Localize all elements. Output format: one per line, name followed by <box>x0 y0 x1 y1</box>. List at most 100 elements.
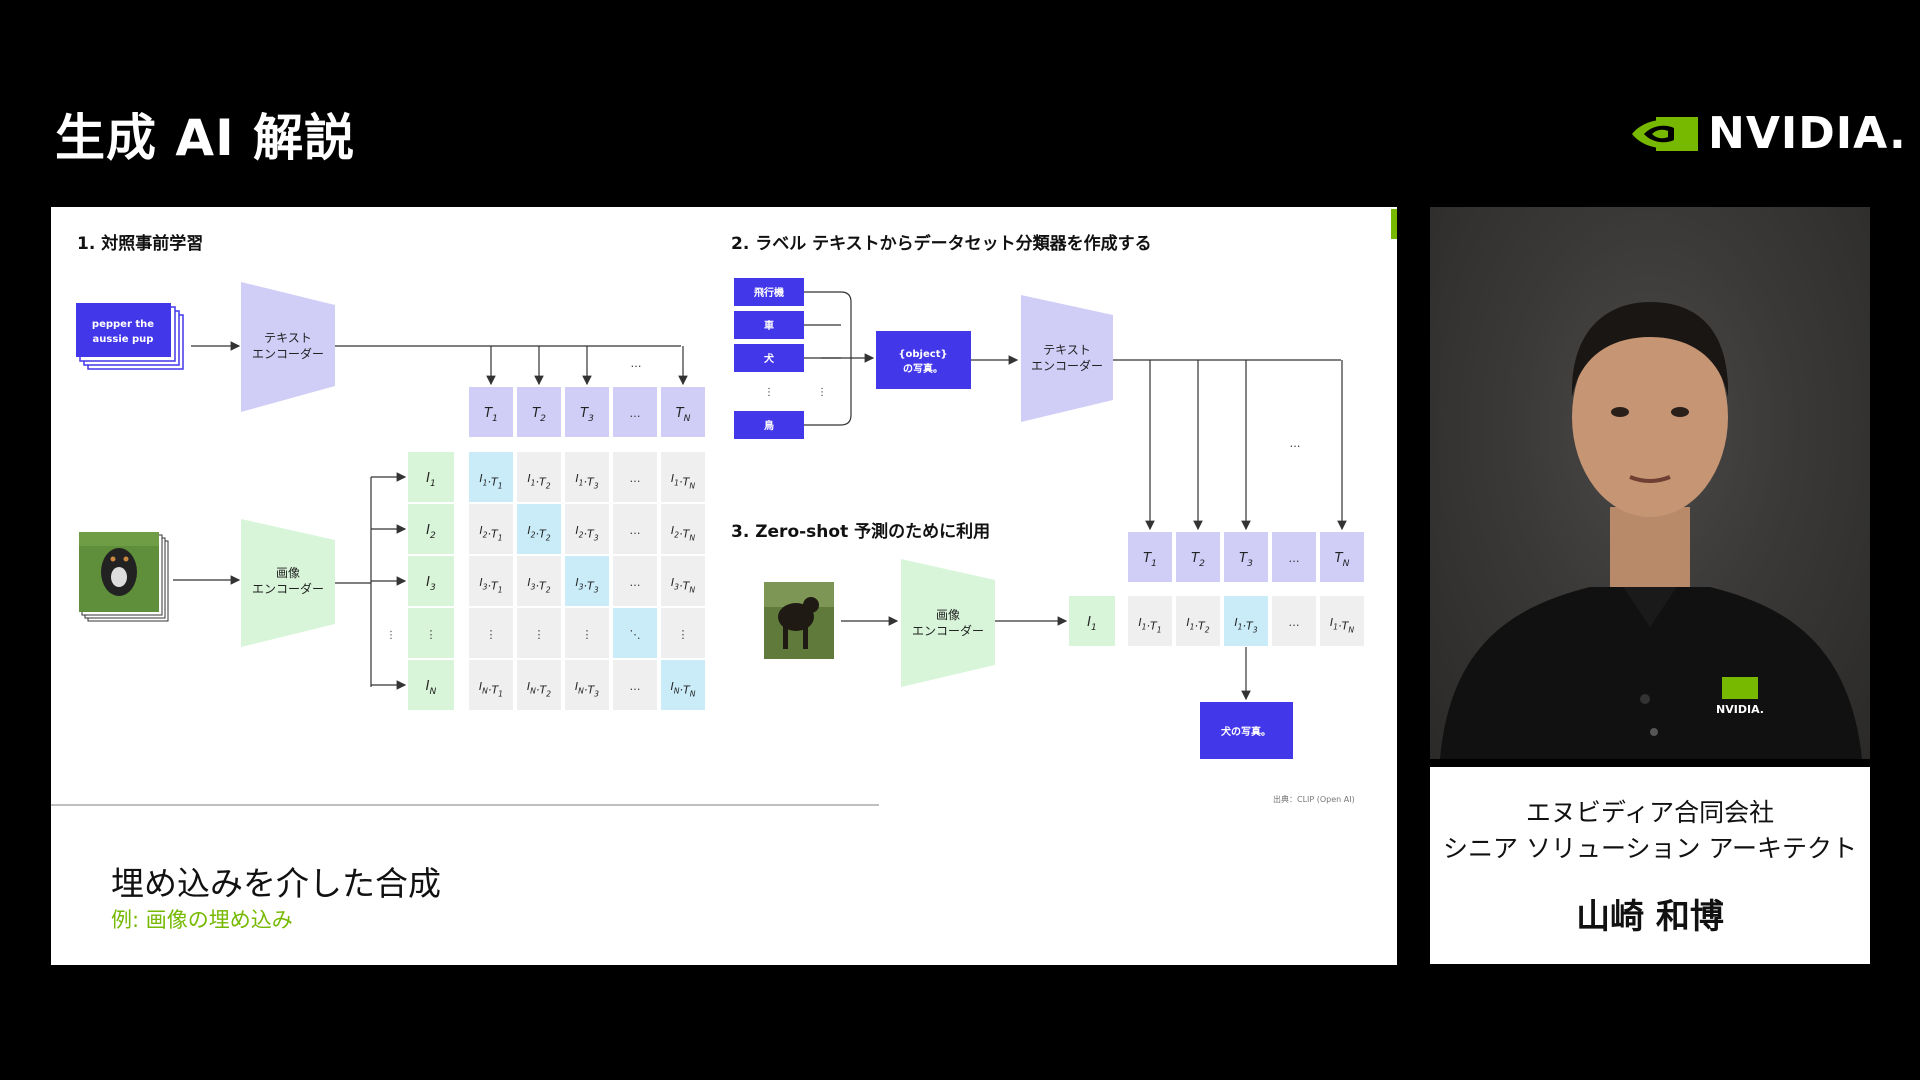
matrix-cell <box>517 608 561 658</box>
zero-shot-cell <box>1224 596 1268 646</box>
shirt-logo-icon <box>1722 677 1758 699</box>
matrix-cell-ellipsis: ⋮ <box>582 628 593 641</box>
zero-shot-cell-label: I1·T2 <box>1186 616 1209 635</box>
matrix-cell <box>661 608 705 658</box>
image-encoder-1-line1: 画像 <box>276 566 300 580</box>
i-cell <box>408 556 454 606</box>
matrix-cell-label: I3·T2 <box>527 576 550 595</box>
matrix-cell <box>517 452 561 502</box>
t-cell-label: TN <box>676 406 691 424</box>
zero-shot-cell-label: I1·T3 <box>1234 616 1257 635</box>
t2-cell-label: T2 <box>1191 551 1205 569</box>
matrix-cell-label: IN·T1 <box>479 680 503 699</box>
matrix-cell <box>469 608 513 658</box>
t-cell <box>613 387 657 437</box>
text-input-line2: aussie pup <box>93 334 154 345</box>
t2-cell <box>1176 532 1220 582</box>
i-cell-label: IN <box>426 679 437 697</box>
zero-shot-i1-cell <box>1069 596 1115 646</box>
matrix-cell-label: I3·TN <box>671 576 695 595</box>
t2-cell <box>1320 532 1364 582</box>
zero-shot-cell-ellipsis: … <box>1289 616 1300 629</box>
zero-shot-cell-label: I1·TN <box>1330 616 1354 635</box>
i-cell-label: I2 <box>426 523 436 541</box>
matrix-cell <box>613 452 657 502</box>
zero-shot-cell-label: I1·T1 <box>1138 616 1161 635</box>
matrix-cell <box>613 504 657 554</box>
speaker-company: エヌビディア合同会社 <box>1525 798 1775 827</box>
matrix-cell <box>661 504 705 554</box>
t2-cell <box>1272 532 1316 582</box>
text-encoder-1-line1: テキスト <box>264 331 312 345</box>
t2-cell <box>1128 532 1172 582</box>
class-label-text: 飛行機 <box>753 286 784 299</box>
slide: 1. 対照事前学習 2. ラベル テキストからデータセット分類器を作成する 3.… <box>51 207 1397 965</box>
i-cell <box>408 504 454 554</box>
matrix-cell <box>565 504 609 554</box>
matrix-cell-label: I2·TN <box>671 524 695 543</box>
matrix-cell-ellipsis: … <box>630 576 641 589</box>
t-cell <box>661 387 705 437</box>
matrix-cell <box>517 504 561 554</box>
class-label-box <box>734 311 804 339</box>
text-encoder-2 <box>1021 295 1113 422</box>
image-encoder-1-line2: エンコーダー <box>252 581 324 596</box>
template-line2: の写真。 <box>903 362 943 375</box>
matrix-cell-ellipsis: … <box>630 680 641 693</box>
matrix-cell-label: I1·T3 <box>575 472 598 491</box>
matrix-cell <box>613 660 657 710</box>
i-cell <box>408 608 454 658</box>
label-ellipsis: ⋮ <box>764 387 774 398</box>
t-cell-label: T2 <box>532 406 546 424</box>
matrix-cell <box>469 556 513 606</box>
image-encoder-1 <box>241 519 335 647</box>
t2-cell-label: TN <box>1335 551 1350 569</box>
speaker-role: シニア ソリューション アーキテクト <box>1443 834 1857 863</box>
matrix-cell-label: I2·T3 <box>575 524 598 543</box>
matrix-cell-ellipsis: ⋮ <box>678 628 689 641</box>
result-label: 犬の写真。 <box>1221 725 1271 738</box>
matrix-cell <box>565 660 609 710</box>
t-cell <box>469 387 513 437</box>
t-cell-ellipsis: … <box>630 407 641 420</box>
zero-shot-cell <box>1272 596 1316 646</box>
matrix-cell <box>517 556 561 606</box>
matrix-cell-label: I1·T2 <box>527 472 550 491</box>
page-title: 生成 AI 解説 <box>55 109 356 167</box>
caption-title: 埋め込みを介した合成 <box>111 864 441 903</box>
clip-diagram: 1. 対照事前学習 2. ラベル テキストからデータセット分類器を作成する 3.… <box>51 209 1397 806</box>
matrix-cell-label: IN·T3 <box>575 680 599 699</box>
class-label-text: 犬 <box>764 352 775 365</box>
section1-heading: 1. 対照事前学習 <box>77 233 203 254</box>
matrix-cell-label: I1·T1 <box>479 472 502 491</box>
matrix-cell-label: I3·T3 <box>575 576 598 595</box>
section2-ellipsis: … <box>1290 437 1301 450</box>
i-cell-ellipsis: ⋮ <box>426 628 437 641</box>
matrix-cell <box>565 452 609 502</box>
matrix-cell-label: IN·T2 <box>527 680 551 699</box>
matrix-cell-label: I2·T2 <box>527 524 550 543</box>
class-label-text: 車 <box>764 319 774 332</box>
section1-ellipsis: … <box>631 357 642 370</box>
matrix-cell-ellipsis: ⋱ <box>630 628 641 641</box>
brand-name: NVIDIA. <box>1708 108 1907 159</box>
t-cell-label: T3 <box>580 406 594 424</box>
matrix-cell-ellipsis: … <box>630 524 641 537</box>
dog-photo-zero-shot <box>764 582 834 659</box>
t2-cell-label: T1 <box>1143 551 1157 569</box>
matrix-cell-ellipsis: … <box>630 472 641 485</box>
accent-tick <box>1391 209 1397 239</box>
matrix-cell <box>661 452 705 502</box>
matrix-cell <box>613 556 657 606</box>
text-encoder-1 <box>241 282 335 412</box>
image-encoder-2 <box>901 559 995 687</box>
zero-shot-cell <box>1176 596 1220 646</box>
zero-shot-cell <box>1320 596 1364 646</box>
matrix-cell <box>469 660 513 710</box>
nvidia-eye-icon <box>1630 110 1700 157</box>
matrix-cell-label: I3·T1 <box>479 576 502 595</box>
matrix-cell-ellipsis: ⋮ <box>534 628 545 641</box>
text-input-stack: pepper the aussie pup <box>76 303 184 370</box>
t2-cell-ellipsis: … <box>1289 552 1300 565</box>
t-cell-label: T1 <box>484 406 498 424</box>
